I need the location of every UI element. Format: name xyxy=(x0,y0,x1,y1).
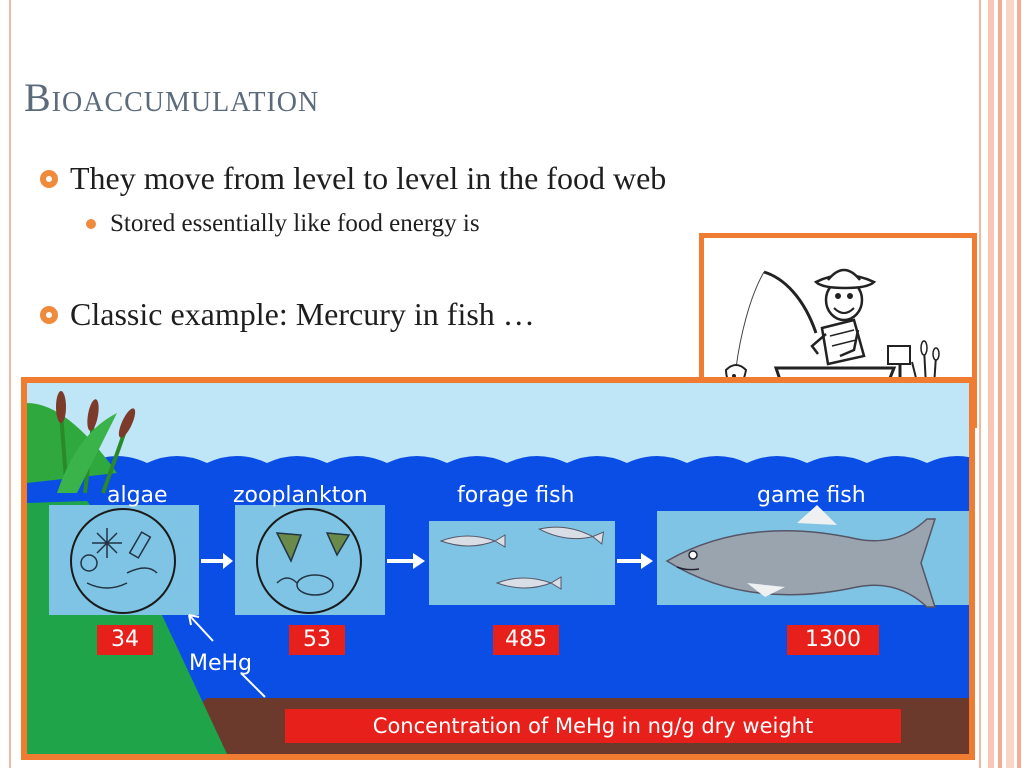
value-badge-zooplankton: 53 xyxy=(289,625,345,655)
bullet-text: Classic example: Mercury in fish … xyxy=(70,296,535,332)
stage-label-forage-fish: forage fish xyxy=(457,483,575,508)
food-web-diagram: algae zooplankton forage fish game fish … xyxy=(21,377,975,760)
bullet-text: They move from level to level in the foo… xyxy=(70,160,667,196)
concentration-caption: Concentration of MeHg in ng/g dry weight xyxy=(285,709,901,743)
stage-label-zooplankton: zooplankton xyxy=(233,483,368,508)
sub-bullet-food-energy: Stored essentially like food energy is xyxy=(86,210,480,238)
sub-bullet-dot-icon xyxy=(86,219,96,229)
decorative-stripes xyxy=(984,0,1024,768)
value-badge-forage-fish: 485 xyxy=(493,625,559,655)
stage-label-game-fish: game fish xyxy=(757,483,866,508)
sub-bullet-text: Stored essentially like food energy is xyxy=(110,210,480,237)
bullet-mercury-example: Classic example: Mercury in fish … xyxy=(40,296,535,333)
value-badge-game-fish: 1300 xyxy=(787,625,879,655)
diagram-background xyxy=(27,383,969,754)
bullet-ring-icon xyxy=(40,305,58,324)
slide-frame xyxy=(9,0,981,768)
mehg-label: MeHg xyxy=(189,651,253,676)
value-badge-algae: 34 xyxy=(97,625,153,655)
cattail-plant-icon xyxy=(56,391,136,494)
bullet-food-web: They move from level to level in the foo… xyxy=(40,160,666,197)
stage-label-algae: algae xyxy=(107,483,168,508)
slide-title: Bioaccumulation xyxy=(24,75,320,120)
bullet-ring-icon xyxy=(40,169,58,188)
